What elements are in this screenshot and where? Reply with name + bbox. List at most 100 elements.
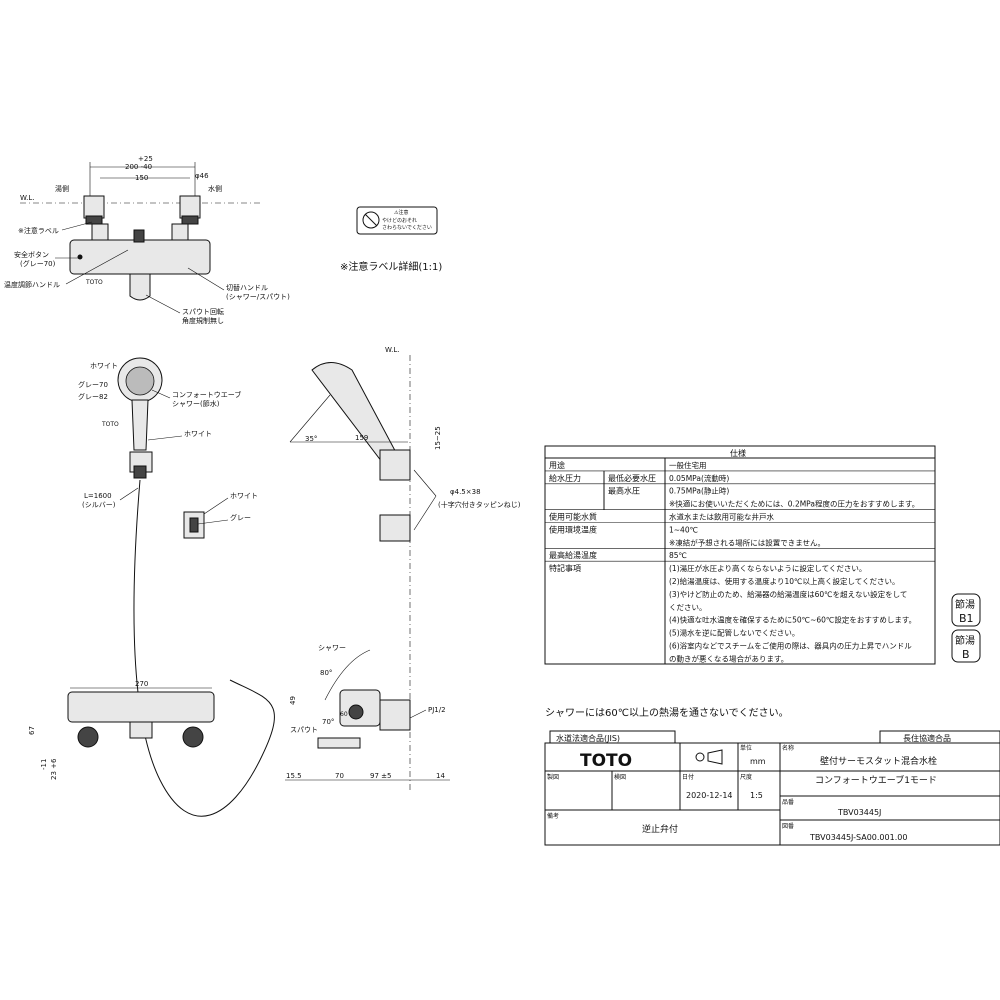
spec-cell-c: (6)浴室内などでスチームをご使用の際は、器具内の圧力上昇でハンドル [669,641,912,651]
longlife-box [879,730,1000,744]
spec-cell-a: 用途 [549,460,565,470]
hose-leader [119,487,139,501]
side-1525-label: 15~25 [434,426,442,450]
bottom-spout-label: スパウト [290,726,318,734]
switch-handle-label-2: (シャワー/スパウト) [226,293,290,301]
hot-joint [91,223,109,241]
white2-leader [147,435,183,441]
shower-front-view: ホワイト グレー70 グレー82 コンフォートウエーブ シャワー(節水) TOT… [78,357,275,817]
jis-label: 水道法適合品(JIS) [556,733,620,743]
product-code: TBV03445J [837,808,881,817]
hose-color-label: (シルバー) [82,501,116,509]
spec-cell-c: 0.05MPa(流動時) [669,473,729,483]
shower-toto-mark: TOTO [101,421,119,428]
holder-grey-label: グレー [230,513,251,522]
hot-elbow [83,195,105,219]
screw-leader-1 [413,469,437,497]
holder-white-label: ホワイト [230,492,258,500]
holder-detail-insert [189,517,199,533]
hose-length-label: L=1600 [84,492,112,500]
screw-label-1: φ4.5×38 [450,488,481,496]
spec-cell-c: (2)給湯温度は、使用する温度より10℃以上高く設定してください。 [669,576,900,586]
dim-phi46: φ46 [195,172,209,180]
pj-leader [409,709,427,719]
holder-white-leader [203,497,229,515]
right-elbow-nut [182,726,204,748]
dim-150: 150 [135,174,148,182]
spec-cell-c: (5)湯水を逆に配管しないでください。 [669,628,799,638]
badge-b-top: 節湯 [955,634,975,647]
scale-value: 1:5 [750,791,763,800]
left-elbow-nut [77,726,99,748]
shower-hose [133,479,275,817]
checked-label: 検図 [614,773,626,781]
dim155-label: 15.5 [286,772,302,780]
bottom-side-knob [348,704,364,720]
shower-handle [131,399,149,451]
spout [129,273,151,301]
badge-b-bottom: B [962,648,970,661]
dim70-label: 70 [335,772,344,780]
name-label: 名称 [782,744,794,752]
caution-label-label: ※注意ラベル [18,226,59,235]
shower-grey82-label: グレー82 [78,392,108,401]
angle-line [289,394,331,443]
drawing-number-label: 図番 [782,823,794,830]
switch-leader [187,267,225,291]
spec-cell-a: 使用可能水質 [549,512,597,522]
dim14-label: 14 [436,772,445,780]
holder-grey-leader [197,519,229,525]
caution-text-2: やけどのおそれ [382,217,417,224]
pj-label: PJ1/2 [428,706,446,714]
angle70-label: 70° [322,718,334,726]
spec-cell-c: 1~40℃ [669,525,698,534]
bottom-side-elbow [379,699,411,731]
angle80-label: 80° [320,669,332,677]
switch-handle-label-1: 切替ハンドル [226,283,268,292]
hot-side-label: 湯側 [55,184,69,193]
projection-symbol-cone [707,749,723,765]
bottom-shower-label: シャワー [318,644,346,652]
dim-270-label: 270 [135,680,148,688]
badge-b1-top: 節湯 [955,598,975,611]
spec-cell-c: 0.75MPa(静止時) [669,486,729,496]
spout-rotation-label-2: 角度規制無し [182,316,224,325]
side-wl-label: W.L. [385,346,399,354]
title-block-border [544,742,1000,846]
bottom-side-spout [317,737,361,749]
toto-mark-top: TOTO [85,279,103,286]
scale-label: 尺度 [740,773,752,781]
cold-elbow [179,195,201,219]
safety-button [77,254,83,260]
hose-nut [133,465,147,479]
cold-nut [181,215,199,225]
head-leader [151,389,171,399]
spout-leader [145,294,181,314]
dim49-label: 49 [289,696,297,705]
spec-cell-a: 最高給湯温度 [549,550,597,560]
toto-logo: TOTO [580,751,632,771]
unit-label: 単位 [740,744,752,752]
jis-box [549,730,676,744]
side-holder-upper [379,449,411,481]
dim-200: 200 -40 [125,163,152,171]
bottom-body [67,691,215,723]
top-front-view: W.L. +25 200 -40 150 φ46 湯側 水側 ※注意ラベル 安全… [4,155,290,325]
side-159-label: 159 [355,434,368,442]
shower-head-name-1: コンフォートウエーブ [172,390,241,399]
spec-cell-c: (1)湯圧が水圧より高くならないように設定してください。 [669,563,866,573]
caution-leader [61,221,93,231]
spec-table-border [544,445,936,665]
product-name-2: コンフォートウエーブ1モード [815,774,937,786]
screw-label-2: (十字穴付きタッピンねじ) [438,500,521,509]
spec-cell-b: 最低必要水圧 [608,473,656,483]
spec-cell-b: 最高水圧 [608,486,640,496]
shower-head-nozzles [125,366,155,396]
caution-text-1: ⚠注意 [394,209,408,216]
safety-label-1: 安全ボタン [14,250,49,259]
product-name-1: 壁付サーモスタット混合水栓 [820,755,937,767]
spec-cell-c: の動きが悪くなる場合があります。 [669,653,788,663]
